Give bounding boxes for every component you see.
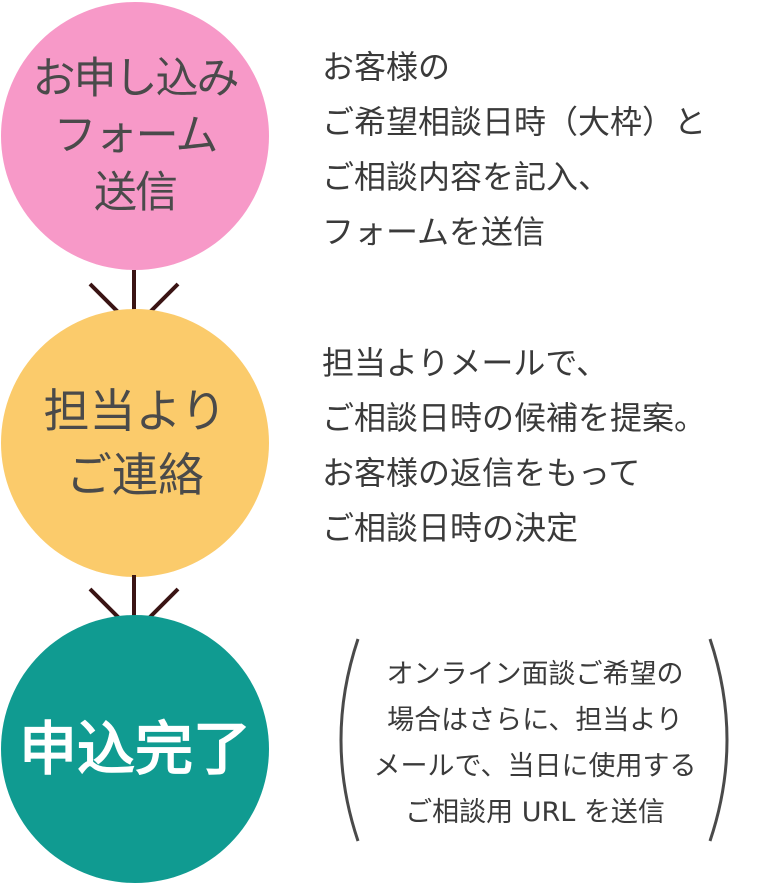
left-parenthesis xyxy=(339,638,360,842)
step-2-line-1: 担当より xyxy=(43,384,227,438)
step-1-line-2: フォーム xyxy=(53,110,219,161)
step-3-line-1: 申込完了 xyxy=(18,715,251,783)
description-line: 担当よりメールで、 xyxy=(322,344,609,382)
step-1-circle: お申し込み フォーム 送信 xyxy=(1,2,269,270)
right-parenthesis xyxy=(708,638,729,842)
description-line: ご相談内容を記入、 xyxy=(322,158,611,196)
description-line: ご相談日時の候補を提案。 xyxy=(322,399,707,437)
step-2-description: 担当よりメールで、 ご相談日時の候補を提案。 お客様の返信をもって ご相談日時の… xyxy=(322,336,706,556)
online-meeting-note: オンライン面談ご希望の 場合はさらに、担当より メールで、当日に使用する ご相談… xyxy=(350,652,720,836)
step-1-line-1: お申し込み xyxy=(32,53,240,104)
note-line: 場合はさらに、担当より xyxy=(387,705,683,736)
description-line: ご希望相談日時（大枠）と xyxy=(322,103,707,141)
note-line: ご相談用 URL を送信 xyxy=(405,797,665,828)
description-line: お客様の xyxy=(322,48,451,86)
description-line: フォームを送信 xyxy=(322,213,546,251)
step-3-circle: 申込完了 xyxy=(1,615,269,883)
step-2-circle: 担当より ご連絡 xyxy=(1,309,269,577)
description-line: お客様の返信をもって xyxy=(322,454,641,492)
step-1-description: お客様の ご希望相談日時（大枠）と ご相談内容を記入、 フォームを送信 xyxy=(322,40,706,260)
step-1-line-3: 送信 xyxy=(94,167,178,218)
note-line: メールで、当日に使用する xyxy=(373,751,697,782)
step-2-line-2: ご連絡 xyxy=(66,448,204,502)
description-line: ご相談日時の決定 xyxy=(322,509,579,547)
note-line: オンライン面談ご希望の xyxy=(386,659,684,690)
